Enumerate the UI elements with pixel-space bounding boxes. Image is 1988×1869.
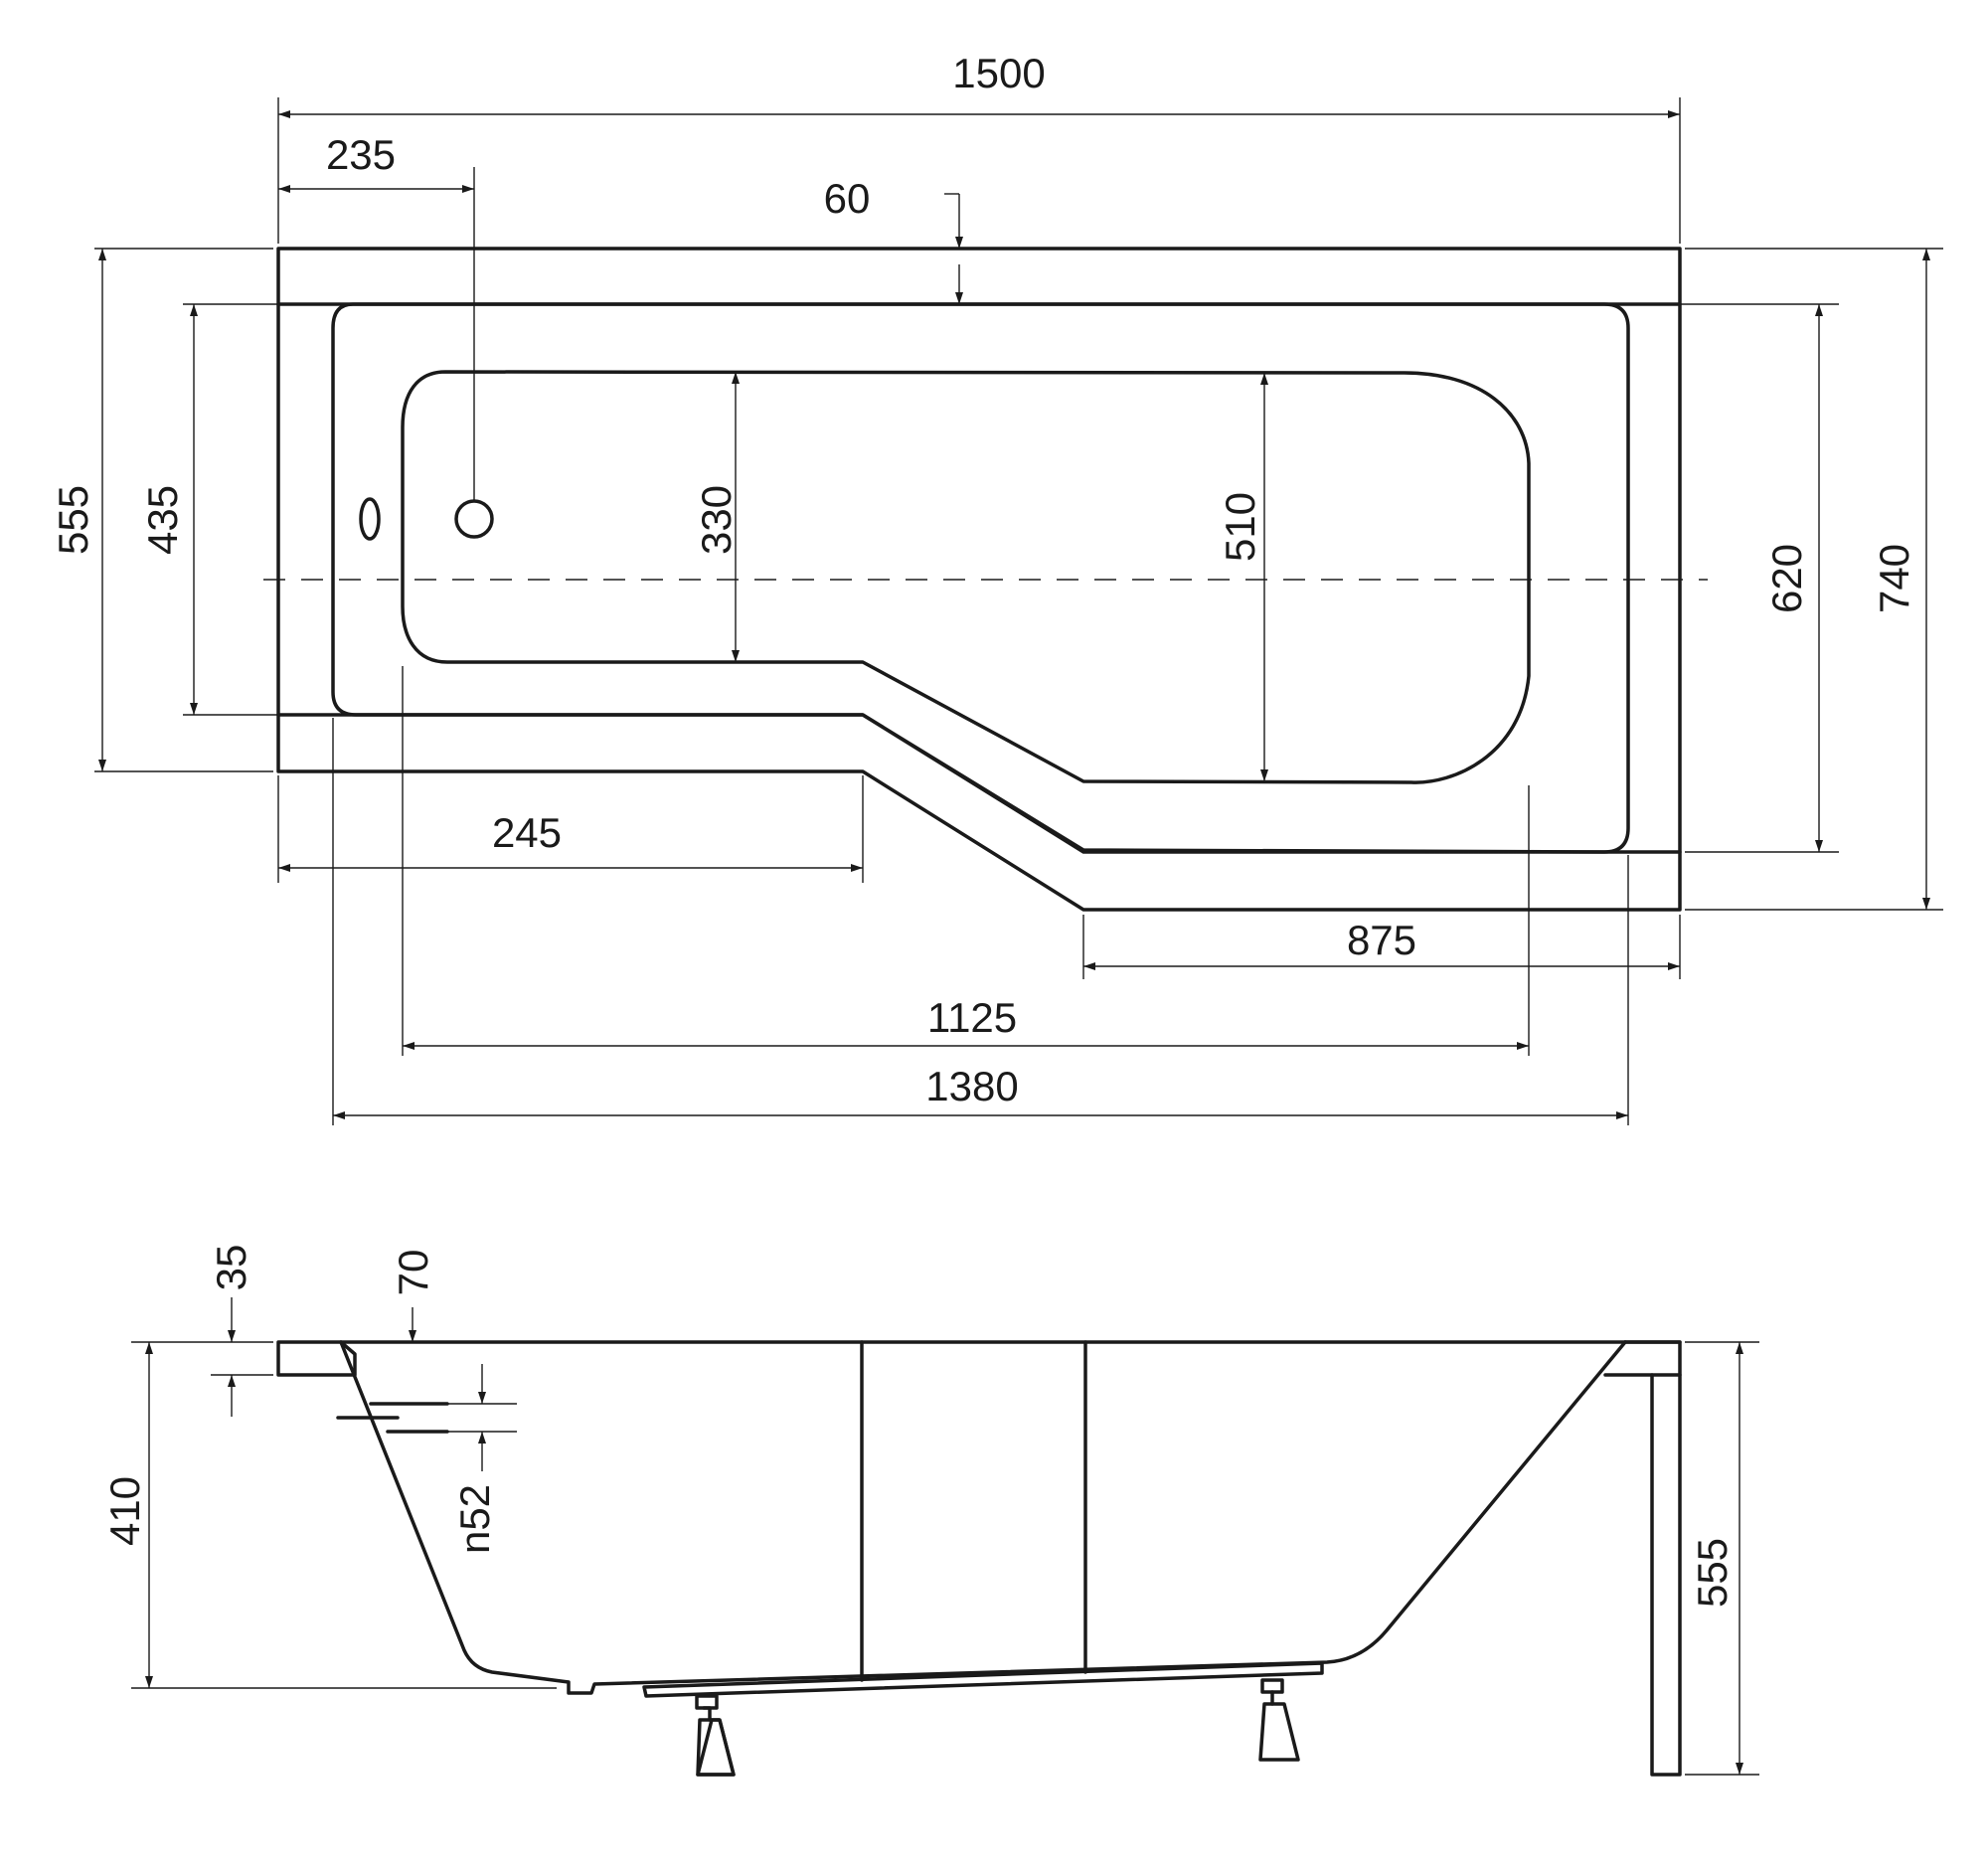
top-dimension-lines [98,110,1930,1119]
left-foot [695,1694,736,1777]
dim-label-620: 620 [1763,544,1810,613]
left-foot-bolt [695,1694,719,1710]
top-basin-outline [401,370,1531,784]
side-tub-body [339,1340,1627,1695]
side-right-rim [1603,1340,1682,1377]
drain-icon [454,499,494,539]
dim-label-1380: 1380 [925,1063,1018,1109]
dim-label-n52: n52 [451,1484,498,1554]
dim-label-1500: 1500 [952,50,1045,96]
dim-label-555-top: 555 [50,485,96,555]
right-foot-body [1258,1702,1300,1762]
side-view: 35 70 410 n52 555 [101,1245,1759,1777]
overflow-pipe [336,1402,449,1434]
dim-label-435: 435 [139,485,186,555]
right-foot [1258,1678,1300,1762]
top-extension-lines [94,97,1943,1125]
top-outer-outline [276,247,1682,912]
dim-label-330: 330 [693,485,740,555]
side-extension-lines [131,1341,1759,1776]
dim-label-555-side: 555 [1689,1538,1736,1608]
dim-label-245: 245 [492,809,562,856]
dim-label-70: 70 [390,1250,436,1296]
side-right-panel [1650,1373,1682,1777]
dim-label-1125: 1125 [927,994,1017,1041]
side-left-rim [276,1340,357,1377]
dim-label-60: 60 [824,175,871,222]
dim-label-510: 510 [1217,492,1263,562]
dim-label-235: 235 [326,131,396,178]
top-inner-outline [331,302,1630,854]
side-dimension-lines [145,1297,1743,1775]
side-bottom-frame [642,1661,1324,1698]
dim-label-875: 875 [1347,917,1416,963]
left-foot-body [696,1706,736,1777]
overflow-icon [359,497,381,541]
dim-label-35: 35 [208,1245,254,1291]
right-foot-bolt [1260,1678,1284,1694]
dim-label-740: 740 [1871,544,1917,613]
top-view: 1500 235 60 555 435 330 510 620 740 245 … [50,50,1943,1125]
dim-label-410: 410 [101,1476,148,1546]
